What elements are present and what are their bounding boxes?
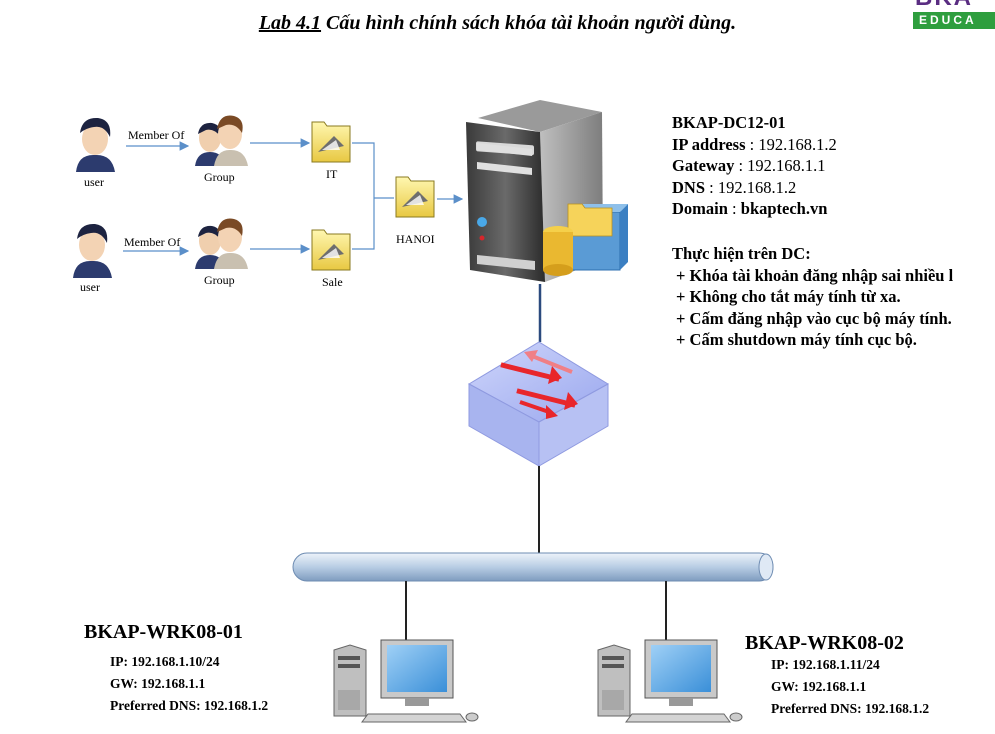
ou-hanoi-label: HANOI xyxy=(396,232,435,246)
workstation-name: BKAP-WRK08-01 xyxy=(84,621,243,643)
lab-title: Cấu hình chính sách khóa tài khoản người… xyxy=(326,12,737,34)
workstation-info: IP: 192.168.1.11/24 GW: 192.168.1.1 Pref… xyxy=(771,657,930,716)
task-item: + Khóa tài khoản đăng nhập sai nhiều l xyxy=(676,265,954,285)
user-label: user xyxy=(80,280,100,294)
group-label: Group xyxy=(204,170,235,184)
task-list: Thực hiện trên DC: + Khóa tài khoản đăng… xyxy=(672,243,953,351)
server-icon xyxy=(466,100,628,282)
user-icon xyxy=(76,117,115,172)
member-of-label: Member Of xyxy=(124,235,181,249)
server-gateway: 192.168.1.1 xyxy=(747,156,826,175)
workstation-computer-icon xyxy=(597,639,743,723)
task-item: + Cấm đăng nhập vào cục bộ máy tính. xyxy=(676,308,952,328)
member-of-label: Member Of xyxy=(128,128,185,142)
switch-icon xyxy=(467,341,609,467)
server-domain: bkaptech.vn xyxy=(740,199,828,218)
lab-number: Lab 4.1 xyxy=(258,12,322,34)
group-icon xyxy=(195,115,248,166)
folder-hanoi-icon xyxy=(395,176,435,218)
workstation-name: BKAP-WRK08-02 xyxy=(745,632,904,654)
workstation-computer-icon xyxy=(333,639,479,723)
server-ip: 192.168.1.2 xyxy=(758,134,837,154)
workstation-info: IP: 192.168.1.10/24 GW: 192.168.1.1 Pref… xyxy=(110,654,269,713)
group-label: Group xyxy=(204,273,235,287)
server-name: BKAP-DC12-01 xyxy=(672,113,786,132)
server-dns: 192.168.1.2 xyxy=(717,177,797,197)
folder-sale-icon xyxy=(311,229,351,271)
task-item: + Không cho tắt máy tính từ xa. xyxy=(676,287,901,306)
page-title: Lab 4.1 Cấu hình chính sách khóa tài kho… xyxy=(0,12,995,35)
ou-bracket xyxy=(352,142,375,250)
bkap-logo: BKA EDUCA xyxy=(905,0,995,30)
server-info: BKAP-DC12-01 IP address : 192.168.1.2 Ga… xyxy=(672,113,837,218)
user-label: user xyxy=(84,175,104,189)
task-heading: Thực hiện trên DC: xyxy=(672,244,811,263)
ou-sale-label: Sale xyxy=(322,275,343,289)
task-item: + Cấm shutdown máy tính cục bộ. xyxy=(676,330,917,349)
user-icon xyxy=(73,223,112,278)
group-icon xyxy=(195,218,248,269)
folder-it-icon xyxy=(311,121,351,163)
ou-it-label: IT xyxy=(326,167,338,181)
network-bus xyxy=(292,552,774,582)
